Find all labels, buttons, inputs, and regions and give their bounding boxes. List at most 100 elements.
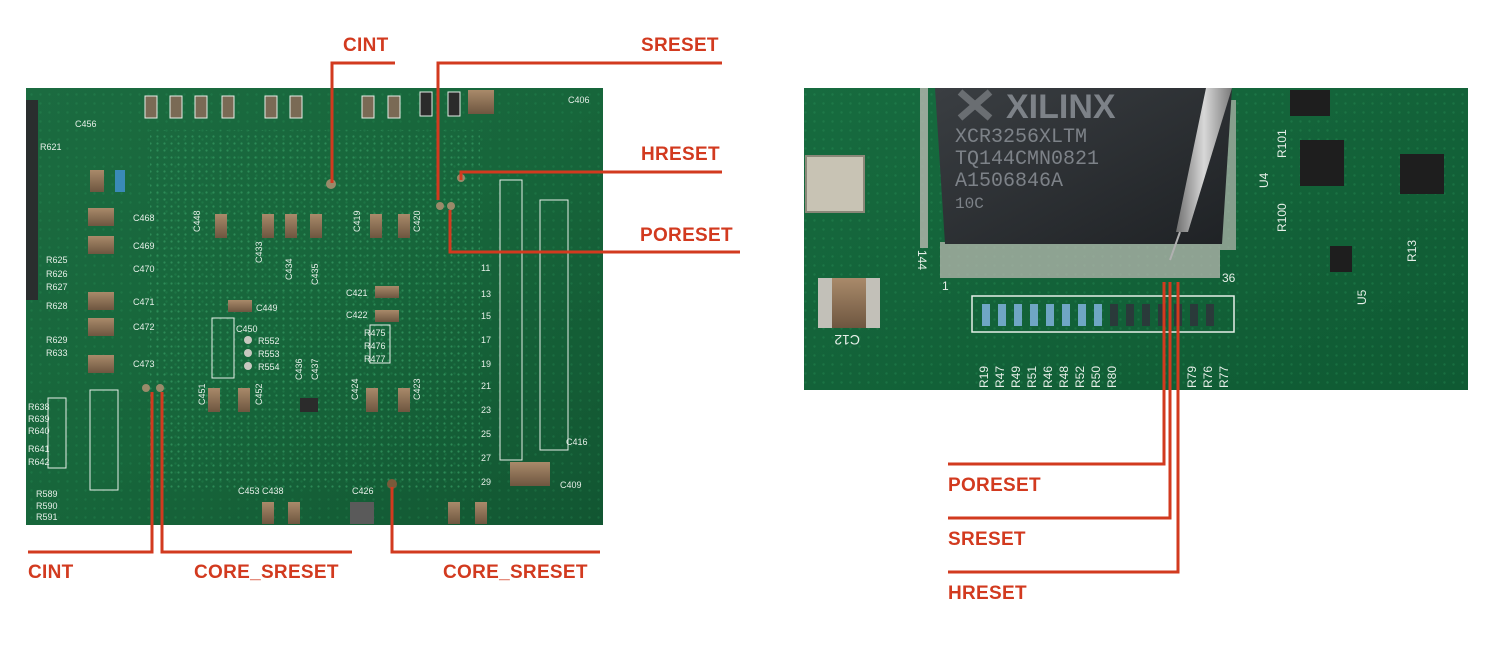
silk-label: R629 — [46, 335, 68, 345]
silk-label: C473 — [133, 359, 155, 369]
silk-label: R625 — [46, 255, 68, 265]
silk-label: C437 — [310, 358, 320, 380]
silk-label: R77 — [1217, 366, 1231, 388]
silk-label: C449 — [256, 303, 278, 313]
silk-label: C469 — [133, 241, 155, 251]
silk-label: R640 — [28, 426, 50, 436]
silk-label: C419 — [352, 210, 362, 232]
silk-label: R638 — [28, 402, 50, 412]
silk-label: C451 — [197, 383, 207, 405]
resistor-arrays — [47, 179, 569, 491]
silk-label: R626 — [46, 269, 68, 279]
silk-label: 144 — [915, 250, 929, 270]
silk-label: R554 — [258, 362, 280, 372]
silk-label: C424 — [350, 378, 360, 400]
silk-label: C426 — [352, 486, 374, 496]
callout-poreset-right: PORESET — [948, 475, 1041, 496]
chip-brand: XILINX — [1006, 88, 1116, 126]
chip-line: A1506846A — [955, 170, 1063, 193]
silk-label: R475 — [364, 328, 386, 338]
silk-label: 11 — [481, 263, 490, 273]
left-silkscreen: C456 R621 C468 C469 C470 R625 R626 R627 … — [28, 95, 590, 522]
chip-markings: XILINX XCR3256XLTM TQ144CMN0821 A1506846… — [955, 88, 1116, 213]
right-silkscreen: 144 1 36 R19 R47 R49 R51 R46 R48 R52 R50… — [834, 129, 1419, 388]
silk-label: C422 — [346, 310, 368, 320]
silk-label: C468 — [133, 213, 155, 223]
silk-label: R477 — [364, 354, 386, 364]
silk-label: C470 — [133, 264, 155, 274]
silk-label: C448 — [192, 210, 202, 232]
silk-label: C406 — [568, 95, 590, 105]
silk-label: 27 — [481, 453, 491, 463]
leader-line — [948, 282, 1166, 466]
silk-label: C434 — [284, 258, 294, 280]
silk-label: R49 — [1009, 366, 1023, 388]
silk-label: C438 — [262, 486, 284, 496]
xilinx-logo-icon — [957, 89, 993, 121]
silk-label: R642 — [28, 457, 50, 467]
silk-label: R589 — [36, 489, 58, 499]
silk-label: R591 — [36, 512, 58, 522]
leader-line — [948, 282, 1180, 574]
silk-label: 17 — [481, 335, 491, 345]
silk-label: 19 — [481, 359, 491, 369]
silk-label: C472 — [133, 322, 155, 332]
silk-label: 21 — [481, 381, 491, 391]
silk-label: R76 — [1201, 366, 1215, 388]
silk-label: R553 — [258, 349, 280, 359]
silk-label: R590 — [36, 501, 58, 511]
silk-label: C409 — [560, 480, 582, 490]
right-pcb-photo — [804, 88, 1468, 390]
silk-label: R46 — [1041, 366, 1055, 388]
leader-line — [436, 61, 722, 200]
silk-label: R50 — [1089, 366, 1103, 388]
left-pcb-photo — [26, 88, 603, 525]
silk-label: C471 — [133, 297, 155, 307]
chip-line: 10C — [955, 195, 984, 213]
silk-label: R476 — [364, 341, 386, 351]
silk-label: U4 — [1257, 172, 1271, 188]
silk-label: R621 — [40, 142, 62, 152]
silk-label: R628 — [46, 301, 68, 311]
leader-line — [448, 210, 740, 254]
callout-hreset-right: HRESET — [948, 583, 1027, 604]
silk-label: C433 — [254, 241, 264, 263]
leader-line — [330, 61, 395, 183]
callout-sreset: SRESET — [641, 35, 719, 56]
silk-label: C452 — [254, 383, 264, 405]
silk-label: R100 — [1275, 203, 1289, 232]
leader-line — [160, 392, 352, 554]
silk-label: R633 — [46, 348, 68, 358]
silk-label: 13 — [481, 289, 491, 299]
cpld-chip — [935, 88, 1232, 244]
silk-label: C12 — [834, 332, 860, 348]
silk-label: R19 — [977, 366, 991, 388]
silk-label: C456 — [75, 119, 97, 129]
test-probe — [1176, 88, 1232, 232]
silk-label: 23 — [481, 405, 491, 415]
left-column-caps — [88, 170, 125, 373]
silk-label: R52 — [1073, 366, 1087, 388]
leader-line — [948, 282, 1172, 520]
callout-sreset-right: SRESET — [948, 529, 1026, 550]
center-caps — [208, 214, 550, 524]
leader-line — [459, 170, 722, 180]
top-component-row — [144, 90, 494, 119]
soic-chip — [1400, 154, 1444, 194]
leader-line — [390, 487, 600, 554]
silk-label: C435 — [310, 263, 320, 285]
silk-label: U5 — [1355, 289, 1369, 305]
silk-label: C436 — [294, 358, 304, 380]
silk-label: R627 — [46, 282, 68, 292]
silk-label: R13 — [1405, 240, 1419, 262]
silk-label: R80 — [1105, 366, 1119, 388]
silk-label: 36 — [1222, 271, 1236, 285]
right-callout-lines — [948, 282, 1180, 574]
chip-line: TQ144CMN0821 — [955, 148, 1099, 171]
callout-hreset: HRESET — [641, 144, 720, 165]
silk-label: C420 — [412, 210, 422, 232]
silk-label: R79 — [1185, 366, 1199, 388]
chip-line: XCR3256XLTM — [955, 126, 1087, 149]
